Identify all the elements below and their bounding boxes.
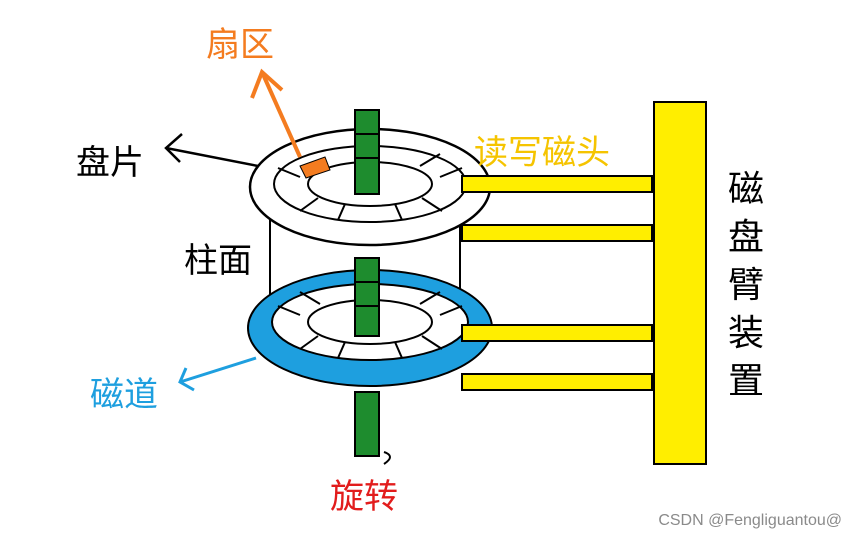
cylinder-label: 柱面 <box>184 241 252 281</box>
platter-label: 盘片 <box>76 143 144 183</box>
track-arrow <box>178 356 257 392</box>
arm-label-char: 臂 <box>727 265 764 306</box>
arm-label-char: 置 <box>727 361 764 402</box>
sector-label: 扇区 <box>206 25 274 65</box>
track-label: 磁道 <box>90 375 158 415</box>
spindle <box>354 109 380 457</box>
rotation-label: 旋转 <box>330 477 398 517</box>
sector-arrow <box>250 68 302 158</box>
platter-arrow <box>164 133 259 168</box>
arm-label-char: 盘 <box>727 217 764 258</box>
rotation-arrow-icon <box>383 451 391 465</box>
sector-highlight <box>299 156 331 179</box>
arm-label-char: 磁 <box>727 169 764 210</box>
head-arms <box>461 175 653 391</box>
arm-assembly-label: 磁 盘 臂 装 置 <box>724 166 768 406</box>
watermark: CSDN @Fengliguantou@ <box>658 512 842 529</box>
arm-label-char: 装 <box>727 313 764 354</box>
head-label: 读写磁头 <box>474 133 610 173</box>
disk-arm-assembly <box>653 101 707 465</box>
